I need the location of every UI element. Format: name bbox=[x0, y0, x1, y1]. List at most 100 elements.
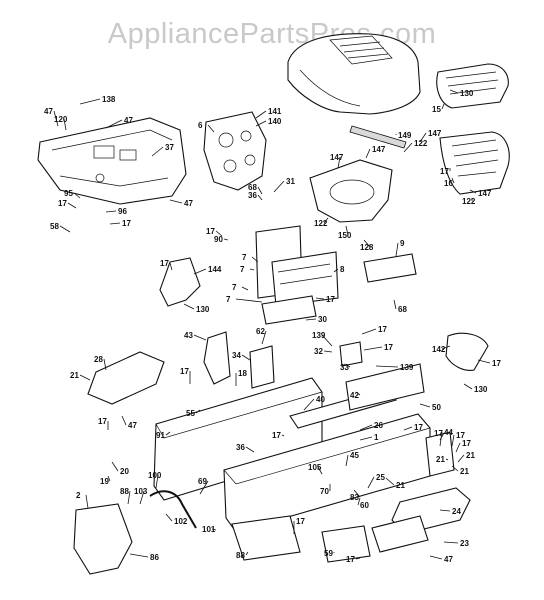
leader-line bbox=[109, 222, 121, 225]
lower-plate-right bbox=[371, 515, 429, 553]
part-number-label: 17 bbox=[378, 325, 387, 334]
leader-line bbox=[429, 555, 443, 560]
center-panels bbox=[255, 225, 339, 325]
leader-line bbox=[323, 217, 329, 224]
leader-line bbox=[367, 476, 375, 489]
leader-line bbox=[439, 431, 443, 447]
leader-line bbox=[345, 225, 349, 236]
part-number-label: 17 bbox=[272, 431, 281, 440]
part-number-label: 9 bbox=[400, 239, 405, 248]
leader-line bbox=[457, 454, 465, 463]
part-number-label: 36 bbox=[236, 443, 245, 452]
leader-line bbox=[359, 436, 373, 441]
part-number-label: 62 bbox=[256, 327, 265, 336]
part-number-label: 21 bbox=[70, 371, 79, 380]
part-number-label: 17 bbox=[206, 227, 215, 236]
part-number-label: 21 bbox=[436, 455, 445, 464]
part-number-label: 140 bbox=[268, 117, 282, 126]
part-number-label: 130 bbox=[474, 385, 488, 394]
bracket-34 bbox=[249, 345, 275, 389]
leader-line bbox=[169, 199, 183, 204]
part-number-label: 17 bbox=[326, 295, 335, 304]
front-grille bbox=[436, 63, 509, 109]
leader-line bbox=[79, 98, 101, 105]
control-pod bbox=[203, 111, 267, 191]
leader-line bbox=[105, 210, 117, 213]
part-number-label: 47 bbox=[128, 421, 137, 430]
leader-line bbox=[121, 415, 127, 426]
part-number-label: 122 bbox=[314, 219, 328, 228]
leader-line bbox=[357, 497, 361, 506]
leader-line bbox=[451, 177, 455, 184]
leader-line bbox=[251, 256, 259, 263]
part-number-label: 102 bbox=[174, 517, 188, 526]
leader-line bbox=[249, 268, 255, 271]
leader-line bbox=[443, 541, 459, 544]
part-number-label: 139 bbox=[312, 331, 326, 340]
leader-line bbox=[211, 528, 217, 531]
leader-line bbox=[363, 239, 371, 248]
leader-line bbox=[355, 557, 361, 560]
leader-line bbox=[393, 299, 397, 310]
leader-line bbox=[53, 110, 59, 127]
part-number-label: 105 bbox=[308, 463, 322, 472]
part-number-label: 17 bbox=[58, 199, 67, 208]
part-number-label: 88 bbox=[120, 487, 129, 496]
part-number-label: 120 bbox=[54, 115, 68, 124]
leader-line bbox=[375, 365, 399, 368]
part-number-label: 44 bbox=[444, 428, 453, 437]
part-number-label: 25 bbox=[376, 473, 385, 482]
leader-line bbox=[345, 454, 349, 467]
leader-line bbox=[257, 186, 263, 195]
part-number-label: 32 bbox=[314, 347, 323, 356]
leader-line bbox=[343, 363, 351, 368]
leader-line bbox=[235, 298, 263, 303]
part-number-label: 47 bbox=[124, 116, 133, 125]
leader-line bbox=[361, 328, 377, 335]
part-number-label: 47 bbox=[184, 199, 193, 208]
part-number-label: 86 bbox=[150, 553, 159, 562]
leader-line bbox=[385, 477, 395, 486]
leader-line bbox=[59, 225, 71, 233]
part-number-label: 1 bbox=[374, 433, 379, 442]
leader-line bbox=[241, 286, 249, 291]
part-number-label: 17 bbox=[384, 343, 393, 352]
part-number-label: 17 bbox=[440, 167, 449, 176]
part-number-label: 7 bbox=[232, 283, 237, 292]
rear-grille bbox=[439, 131, 510, 195]
leader-line bbox=[107, 475, 111, 482]
leader-line bbox=[261, 330, 267, 345]
leader-line bbox=[199, 480, 209, 495]
part-number-label: 147 bbox=[330, 153, 344, 162]
part-number-label: 83 bbox=[350, 493, 359, 502]
leader-line bbox=[303, 398, 315, 411]
leader-line bbox=[129, 553, 149, 558]
leader-line bbox=[359, 424, 373, 431]
leader-line bbox=[321, 334, 333, 347]
part-number-label: 17 bbox=[414, 423, 423, 432]
part-number-label: 88 bbox=[236, 551, 245, 560]
leader-line bbox=[67, 202, 77, 209]
leader-line bbox=[151, 146, 164, 157]
leader-line bbox=[315, 297, 325, 300]
plate-right bbox=[363, 253, 417, 283]
leader-line bbox=[111, 461, 119, 472]
leader-line bbox=[223, 238, 229, 241]
leader-line bbox=[255, 120, 267, 127]
leader-line bbox=[169, 262, 173, 271]
bracket-44 bbox=[425, 431, 455, 477]
part-number-label: 68 bbox=[248, 183, 257, 192]
bracket-left bbox=[159, 257, 201, 307]
rod-100 bbox=[149, 490, 197, 529]
trim-strip bbox=[349, 125, 407, 149]
part-number-label: 130 bbox=[460, 89, 474, 98]
leader-line bbox=[195, 409, 201, 414]
leader-line bbox=[365, 148, 371, 159]
leader-line bbox=[419, 132, 427, 143]
part-number-label: 96 bbox=[118, 207, 127, 216]
leader-line bbox=[273, 180, 285, 193]
part-number-label: 17 bbox=[122, 219, 131, 228]
leader-line bbox=[395, 242, 399, 257]
